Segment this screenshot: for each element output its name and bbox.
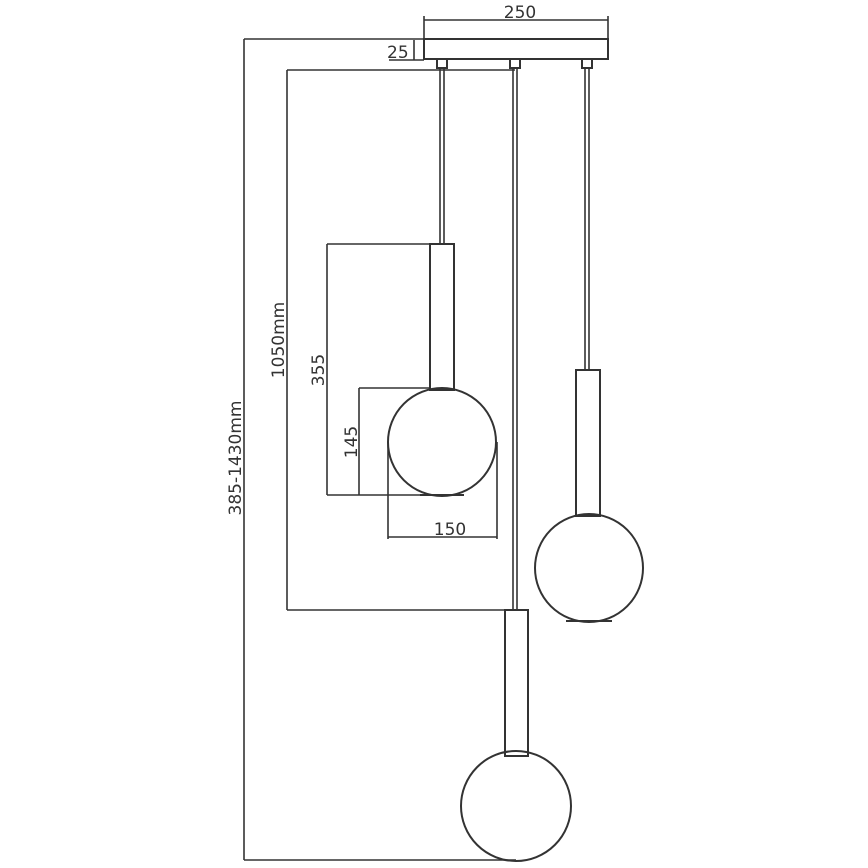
cable-length-label: 1050mm <box>269 302 289 378</box>
pendant-left-stem <box>429 243 455 391</box>
canopy-width-label: 250 <box>504 3 536 23</box>
globe-width-label: 150 <box>434 520 466 540</box>
pendant-right-globe <box>534 513 644 623</box>
total-height-label: 385-1430mm <box>226 401 246 516</box>
pendant-left <box>387 68 497 497</box>
canopy-height-label: 25 <box>387 43 409 63</box>
pendant-left-globe <box>387 387 497 497</box>
pendant-middle <box>460 68 572 862</box>
shade-dimensions <box>326 243 498 539</box>
cable-connector-middle <box>509 58 521 69</box>
total-height-dimension <box>243 38 516 861</box>
cable-connector-right <box>581 58 593 69</box>
cable-length-dimension <box>286 69 515 611</box>
shade-total-label: 355 <box>309 354 329 386</box>
pendant-middle-stem <box>504 609 529 757</box>
canopy-plate <box>423 38 609 60</box>
pendant-middle-globe <box>460 750 572 862</box>
globe-height-label: 145 <box>342 426 362 458</box>
cable-connector-left <box>436 58 448 69</box>
pendant-right <box>534 68 644 623</box>
canopy <box>389 16 609 69</box>
pendant-right-stem <box>575 369 601 517</box>
